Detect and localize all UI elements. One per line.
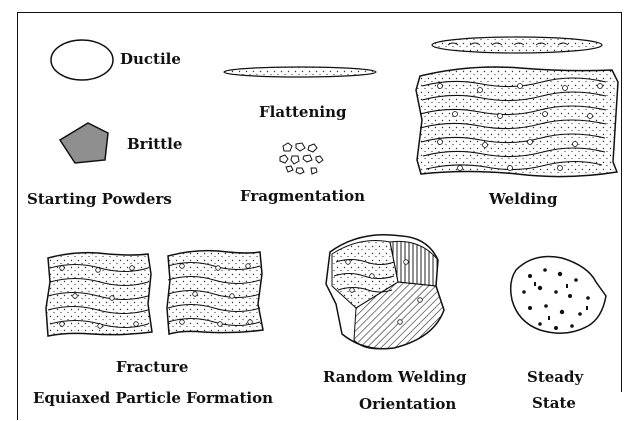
brittle-label: Brittle <box>127 135 182 153</box>
fracture-label: Fracture <box>116 358 188 376</box>
equiaxed-particle-formation-label: Equiaxed Particle Formation <box>33 389 273 407</box>
fractured-particle-right <box>167 251 263 334</box>
fragmentation-label: Fragmentation <box>240 187 365 205</box>
fragments <box>280 143 323 174</box>
random-welded-particle <box>326 235 444 349</box>
welding-label: Welding <box>489 190 557 208</box>
steady-state-particle <box>511 257 606 334</box>
random-welding-label: Random Welding <box>323 368 466 386</box>
steady-label: Steady <box>527 368 583 386</box>
starting-powders-label: Starting Powders <box>27 190 172 208</box>
flattening-label: Flattening <box>259 103 346 121</box>
fractured-particle-left <box>46 253 152 336</box>
state-label: State <box>532 394 576 412</box>
welded-particle <box>416 67 618 177</box>
orientation-label: Orientation <box>359 395 456 413</box>
ductile-label: Ductile <box>120 50 181 68</box>
ductile-particle <box>51 40 113 80</box>
flattened-particle <box>224 67 376 77</box>
brittle-particle <box>60 123 108 163</box>
